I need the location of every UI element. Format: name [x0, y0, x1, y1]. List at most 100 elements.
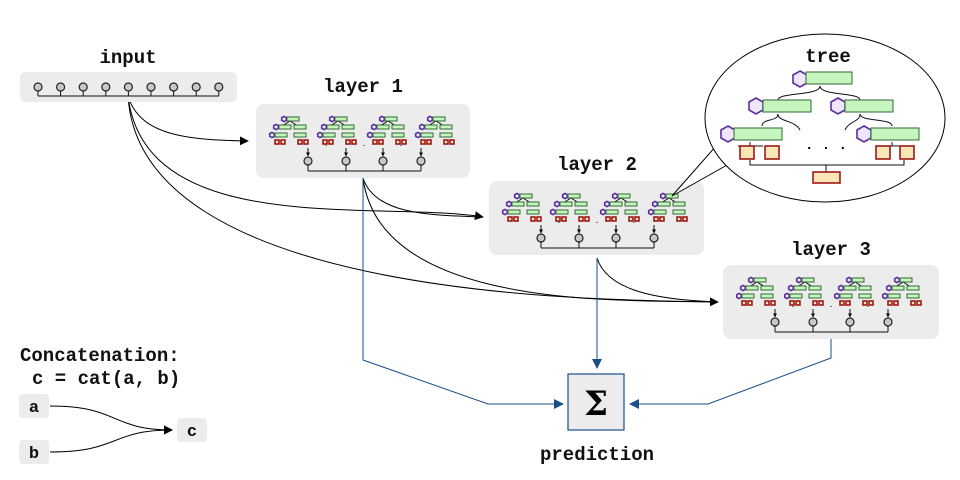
hexagon-icon — [795, 276, 803, 284]
mini-node-bar — [760, 285, 774, 291]
root-node-bar — [805, 71, 853, 85]
mini-leaf — [395, 139, 401, 145]
mini-node-bar — [424, 124, 438, 130]
mini-node-bar — [439, 124, 453, 130]
node-bar — [870, 127, 920, 141]
hexagon-icon — [378, 115, 386, 123]
mini-node-bar — [624, 209, 638, 215]
mini-ellipsis: . — [596, 215, 598, 225]
node-bar — [733, 127, 783, 141]
legend-c-box — [177, 418, 207, 442]
hexagon-icon — [553, 200, 561, 208]
layer-output-node — [808, 317, 818, 327]
mini-node-bar — [293, 124, 307, 130]
legend-a-label: a — [29, 399, 39, 418]
mini-leaf — [653, 216, 659, 222]
hexagon-icon — [513, 192, 521, 200]
mini-leaf — [676, 216, 682, 222]
mini-ellipsis: . — [830, 299, 832, 309]
layer-output-node — [649, 233, 659, 243]
mini-leaf — [741, 300, 747, 306]
mini-leaf — [611, 216, 617, 222]
concatenation-legend: Concatenation: c = cat(a, b) a b c — [19, 345, 207, 464]
mini-tree — [783, 276, 824, 306]
leaf-node — [739, 145, 755, 160]
tree-label: tree — [805, 46, 851, 68]
mini-tree — [501, 192, 542, 222]
mini-leaf — [605, 216, 611, 222]
mini-node-bar — [793, 285, 807, 291]
mini-leaf — [916, 300, 922, 306]
layer-output-node — [303, 156, 313, 166]
mini-leaf — [628, 216, 634, 222]
hexagon-icon — [747, 276, 755, 284]
mini-node-bar — [843, 285, 857, 291]
input-node — [214, 82, 224, 92]
mini-leaf — [789, 300, 795, 306]
mini-node-bar — [293, 132, 307, 138]
mini-leaf — [536, 216, 542, 222]
sigma-sum-icon: Σ — [584, 384, 608, 424]
mini-node-bar — [657, 201, 671, 207]
input-node — [169, 82, 179, 92]
hexagon-icon — [505, 200, 513, 208]
mini-node-bar — [851, 277, 865, 283]
input-node — [78, 82, 88, 92]
hexagon-icon — [328, 115, 336, 123]
mini-node-bar — [326, 124, 340, 130]
mini-node-bar — [617, 193, 631, 199]
hexagon-icon — [418, 123, 426, 131]
mini-leaf — [555, 216, 561, 222]
mini-node-bar — [376, 124, 390, 130]
hexagon-icon — [651, 200, 659, 208]
hexagon-icon — [426, 115, 434, 123]
layer-output-node — [378, 156, 388, 166]
mini-node-bar — [322, 132, 336, 138]
mini-leaf — [584, 216, 590, 222]
mini-node-bar — [519, 193, 533, 199]
hexagon-icon — [366, 131, 374, 139]
mini-node-bar — [839, 293, 853, 299]
mini-node-bar — [334, 116, 348, 122]
mini-node-bar — [278, 124, 292, 130]
layer-3-trees: ... — [735, 276, 922, 333]
concatenation-title: Concatenation: — [20, 345, 180, 367]
hexagon-icon — [881, 292, 889, 300]
hexagon-icon — [316, 131, 324, 139]
mini-node-bar — [526, 201, 540, 207]
mini-node-bar — [439, 132, 453, 138]
input-label: input — [99, 47, 156, 69]
prediction-edges — [362, 178, 832, 409]
mini-node-bar — [741, 293, 755, 299]
prediction-label: prediction — [540, 444, 654, 466]
mini-leaf — [322, 139, 328, 145]
mini-node-bar — [624, 201, 638, 207]
mini-leaf — [401, 139, 407, 145]
mini-node-bar — [341, 132, 355, 138]
mini-node-bar — [808, 293, 822, 299]
mini-node-bar — [858, 285, 872, 291]
mini-leaf — [378, 139, 384, 145]
hexagon-icon — [833, 292, 841, 300]
mini-leaf — [420, 139, 426, 145]
mini-leaf — [862, 300, 868, 306]
mini-node-bar — [672, 201, 686, 207]
hexagon-icon — [611, 192, 619, 200]
tree-ellipsis: . . . — [805, 138, 847, 154]
mini-leaf — [770, 300, 776, 306]
mini-node-bar — [906, 293, 920, 299]
hexagon-icon — [748, 97, 764, 115]
mini-leaf — [426, 139, 432, 145]
mini-leaf — [818, 300, 824, 306]
mini-node-bar — [605, 209, 619, 215]
mini-tree — [316, 115, 357, 145]
mini-leaf — [449, 139, 455, 145]
mini-tree — [833, 276, 874, 306]
mini-node-bar — [899, 277, 913, 283]
mini-node-bar — [891, 285, 905, 291]
hexagon-icon — [272, 123, 280, 131]
input-node — [123, 82, 133, 92]
mini-leaf — [513, 216, 519, 222]
mini-leaf — [561, 216, 567, 222]
layer-output-node — [611, 233, 621, 243]
